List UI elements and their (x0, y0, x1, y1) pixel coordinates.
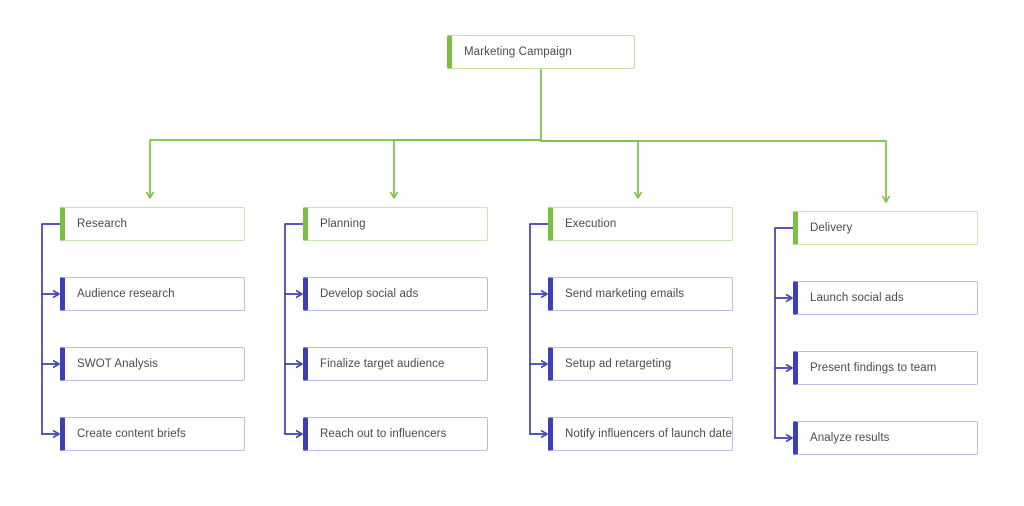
node-leaf-develop-social-ads[interactable]: Develop social ads (303, 277, 488, 311)
node-branch-execution[interactable]: Execution (548, 207, 733, 241)
node-branch-research-label: Research (77, 217, 128, 230)
node-branch-research[interactable]: Research (60, 207, 245, 241)
node-leaf-reach-out-to-influencers[interactable]: Reach out to influencers (303, 417, 488, 451)
node-leaf-label: Finalize target audience (320, 357, 445, 370)
node-root-label: Marketing Campaign (464, 45, 572, 58)
connector-delivery-spine (774, 227, 794, 439)
node-leaf-audience-research[interactable]: Audience research (60, 277, 245, 311)
node-leaf-label: Notify influencers of launch date (565, 427, 732, 440)
node-leaf-label: Setup ad retargeting (565, 357, 672, 370)
node-leaf-setup-ad-retargeting[interactable]: Setup ad retargeting (548, 347, 733, 381)
node-leaf-label: Audience research (77, 287, 175, 300)
connector-root-to-research (150, 139, 542, 195)
connector-execution-spine (529, 223, 549, 435)
node-leaf-launch-social-ads[interactable]: Launch social ads (793, 281, 978, 315)
connector-research-spine (41, 223, 61, 435)
node-leaf-label: Create content briefs (77, 427, 186, 440)
node-root[interactable]: Marketing Campaign (447, 35, 635, 69)
node-leaf-label: Develop social ads (320, 287, 419, 300)
connector-root-to-planning (394, 139, 542, 195)
node-branch-delivery[interactable]: Delivery (793, 211, 978, 245)
node-leaf-create-content-briefs[interactable]: Create content briefs (60, 417, 245, 451)
node-branch-execution-label: Execution (565, 217, 617, 230)
node-branch-planning[interactable]: Planning (303, 207, 488, 241)
node-leaf-present-findings-to-team[interactable]: Present findings to team (793, 351, 978, 385)
node-leaf-label: Launch social ads (810, 291, 904, 304)
connector-root-to-delivery (540, 140, 886, 199)
node-leaf-analyze-results[interactable]: Analyze results (793, 421, 978, 455)
node-leaf-notify-influencers[interactable]: Notify influencers of launch date (548, 417, 733, 451)
node-branch-planning-label: Planning (320, 217, 366, 230)
node-leaf-swot-analysis[interactable]: SWOT Analysis (60, 347, 245, 381)
node-leaf-label: SWOT Analysis (77, 357, 158, 370)
connector-planning-spine (284, 223, 304, 435)
node-leaf-label: Send marketing emails (565, 287, 685, 300)
node-leaf-label: Analyze results (810, 431, 890, 444)
node-leaf-label: Present findings to team (810, 361, 937, 374)
connector-root-to-execution (540, 140, 638, 195)
node-branch-delivery-label: Delivery (810, 221, 853, 234)
node-leaf-send-marketing-emails[interactable]: Send marketing emails (548, 277, 733, 311)
node-leaf-finalize-target-audience[interactable]: Finalize target audience (303, 347, 488, 381)
node-leaf-label: Reach out to influencers (320, 427, 447, 440)
